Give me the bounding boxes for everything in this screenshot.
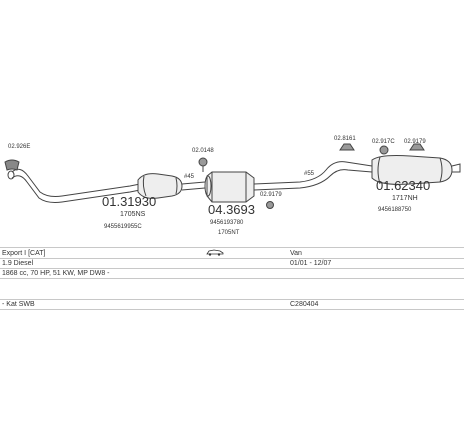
part-sub: 1705NS	[120, 211, 146, 218]
part-sub: 1705NT	[218, 230, 240, 236]
part-sub: 9456193780	[210, 220, 244, 226]
part-number: 04.3693	[208, 202, 255, 217]
front-clamp-icon	[4, 159, 20, 171]
year-range: 01/01 - 12/07	[288, 258, 464, 269]
rear-pipe	[253, 161, 373, 185]
part-code: 02.8161	[334, 136, 356, 142]
export-label: Export I [CAT]	[0, 247, 204, 259]
part-number: 01.62340	[376, 178, 430, 193]
part-sub: 1717NH	[392, 195, 418, 202]
hanger-icon	[339, 143, 355, 151]
reference-code: C280404	[288, 299, 464, 310]
intermediate-pipe-1	[181, 181, 206, 185]
pipe-end-cap	[7, 170, 15, 180]
middle-silencer	[204, 171, 255, 203]
part-sub: 9456188750	[378, 207, 412, 213]
hanger-icon	[409, 143, 425, 151]
vehicle-info-table: Export I [CAT] Van 1.9 Diesel 01/01 - 12…	[0, 247, 464, 310]
engine-label: 1.9 Diesel	[0, 258, 288, 269]
variant-label: - Kat SWB	[0, 299, 288, 310]
part-code: 02.9179	[404, 139, 426, 145]
exhaust-system-diagram: 02.926E 01.31930 1705NS 9455619955C #45 …	[4, 136, 461, 236]
car-icon	[206, 249, 224, 256]
body-type: Van	[288, 247, 464, 259]
part-code: 02.917C	[372, 139, 395, 145]
clamp-size: #45	[184, 174, 195, 180]
hanger-icon	[379, 145, 389, 155]
engine-spec: 1868 cc, 70 HP, 51 KW, MP DW8 -	[0, 268, 464, 279]
rear-silencer	[371, 155, 461, 185]
front-silencer	[137, 173, 183, 199]
part-number: 01.31930	[102, 194, 156, 209]
part-sub: 9455619955C	[104, 224, 142, 230]
part-code: 02.0148	[192, 148, 214, 154]
front-pipe	[11, 168, 141, 197]
hanger-icon	[266, 201, 274, 209]
clamp-size: #55	[304, 171, 315, 177]
part-code: 02.926E	[8, 144, 30, 150]
part-code: 02.9179	[260, 192, 282, 198]
hanger-icon	[198, 157, 208, 172]
